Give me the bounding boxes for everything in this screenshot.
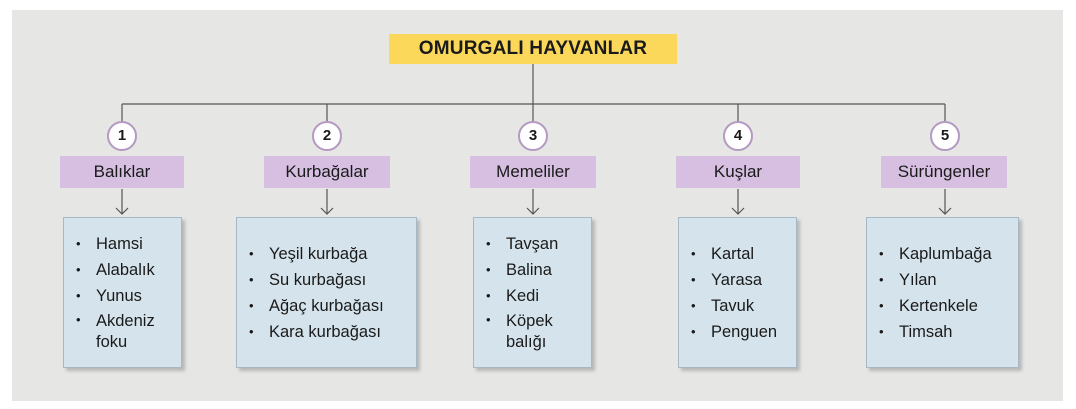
list-item: Kedi — [486, 283, 566, 309]
group-number-3: 3 — [518, 121, 548, 151]
list-box-memeliler: Tavşan Balina Kedi Köpek balığı — [473, 217, 592, 368]
list-item: Balina — [486, 257, 566, 283]
list-box-kurbagalar: Yeşil kurbağa Su kurbağası Ağaç kurbağas… — [236, 217, 417, 368]
list-item: Yarasa — [691, 267, 777, 293]
item-list: Hamsi Alabalık Yunus Akdeniz foku — [64, 231, 172, 355]
list-item: Alabalık — [76, 257, 172, 283]
category-baliklar: Balıklar — [60, 156, 184, 188]
arrow-down-icon — [938, 207, 952, 215]
list-item: Ağaç kurbağası — [249, 293, 384, 319]
list-item: Penguen — [691, 319, 777, 345]
category-memeliler: Memeliler — [470, 156, 596, 188]
group-number-1: 1 — [107, 121, 137, 151]
diagram-title: OMURGALI HAYVANLAR — [389, 34, 677, 64]
list-item: Köpek balığı — [486, 309, 566, 355]
item-list: Kaplumbağa Yılan Kertenkele Timsah — [867, 241, 992, 345]
category-kurbagalar: Kurbağalar — [264, 156, 390, 188]
list-item: Tavşan — [486, 231, 566, 257]
list-item: Kertenkele — [879, 293, 992, 319]
arrow-down-icon — [320, 207, 334, 215]
list-box-surungenler: Kaplumbağa Yılan Kertenkele Timsah — [866, 217, 1019, 368]
list-box-baliklar: Hamsi Alabalık Yunus Akdeniz foku — [63, 217, 182, 368]
arrow-down-icon — [115, 207, 129, 215]
group-number-5: 5 — [930, 121, 960, 151]
item-list: Tavşan Balina Kedi Köpek balığı — [474, 231, 566, 355]
list-item: Kartal — [691, 241, 777, 267]
arrow-down-icon — [526, 207, 540, 215]
list-item: Su kurbağası — [249, 267, 384, 293]
list-item: Kara kurbağası — [249, 319, 384, 345]
category-kuslar: Kuşlar — [676, 156, 800, 188]
list-item: Yeşil kurbağa — [249, 241, 384, 267]
list-box-kuslar: Kartal Yarasa Tavuk Penguen — [678, 217, 797, 368]
group-number-2: 2 — [312, 121, 342, 151]
list-item: Akdeniz foku — [76, 309, 172, 355]
list-item: Yılan — [879, 267, 992, 293]
group-number-4: 4 — [723, 121, 753, 151]
list-item: Timsah — [879, 319, 992, 345]
item-list: Yeşil kurbağa Su kurbağası Ağaç kurbağas… — [237, 241, 384, 345]
category-surungenler: Sürüngenler — [881, 156, 1007, 188]
item-list: Kartal Yarasa Tavuk Penguen — [679, 241, 777, 345]
list-item: Hamsi — [76, 231, 172, 257]
list-item: Yunus — [76, 283, 172, 309]
arrow-down-icon — [731, 207, 745, 215]
list-item: Tavuk — [691, 293, 777, 319]
list-item: Kaplumbağa — [879, 241, 992, 267]
